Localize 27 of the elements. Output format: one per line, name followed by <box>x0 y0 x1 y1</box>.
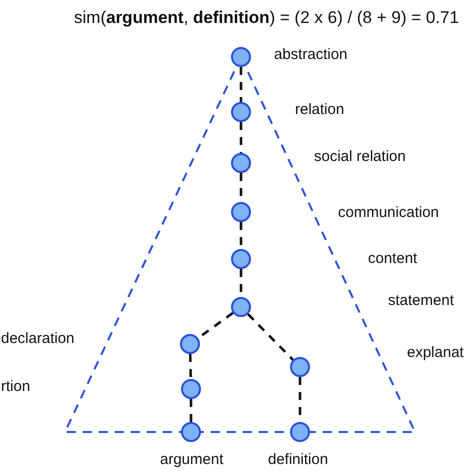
concept-label: communication <box>338 204 439 222</box>
dashed-connector <box>190 399 192 422</box>
similarity-formula-title: sim(argument, definition) = (2 x 6) / (8 + 9) = 0.71 <box>74 8 459 28</box>
concept-circle <box>231 153 251 173</box>
concept-circle <box>180 334 200 354</box>
concept-circle <box>231 47 251 67</box>
concept-circle <box>290 357 310 377</box>
dashed-connector <box>188 354 192 380</box>
concept-circle <box>290 422 310 442</box>
dashed-connector <box>247 313 294 361</box>
concept-label: declaration <box>1 330 74 348</box>
concept-label: content <box>368 250 418 268</box>
concept-circle <box>231 297 251 317</box>
concept-circle <box>181 422 201 442</box>
concept-label: abstraction <box>274 46 348 64</box>
concept-circle <box>181 379 201 399</box>
concept-label: argument <box>160 451 224 469</box>
concept-label: statement <box>388 292 454 310</box>
concept-label: definition <box>268 451 328 469</box>
concept-label: rtion <box>1 378 30 396</box>
concept-circle <box>231 202 251 222</box>
concept-circle <box>231 249 251 269</box>
concept-label: relation <box>295 101 344 119</box>
dashed-connector <box>240 122 242 153</box>
concept-label: explanat <box>407 344 464 362</box>
concept-label: social relation <box>314 148 406 166</box>
concept-circle <box>231 102 251 122</box>
